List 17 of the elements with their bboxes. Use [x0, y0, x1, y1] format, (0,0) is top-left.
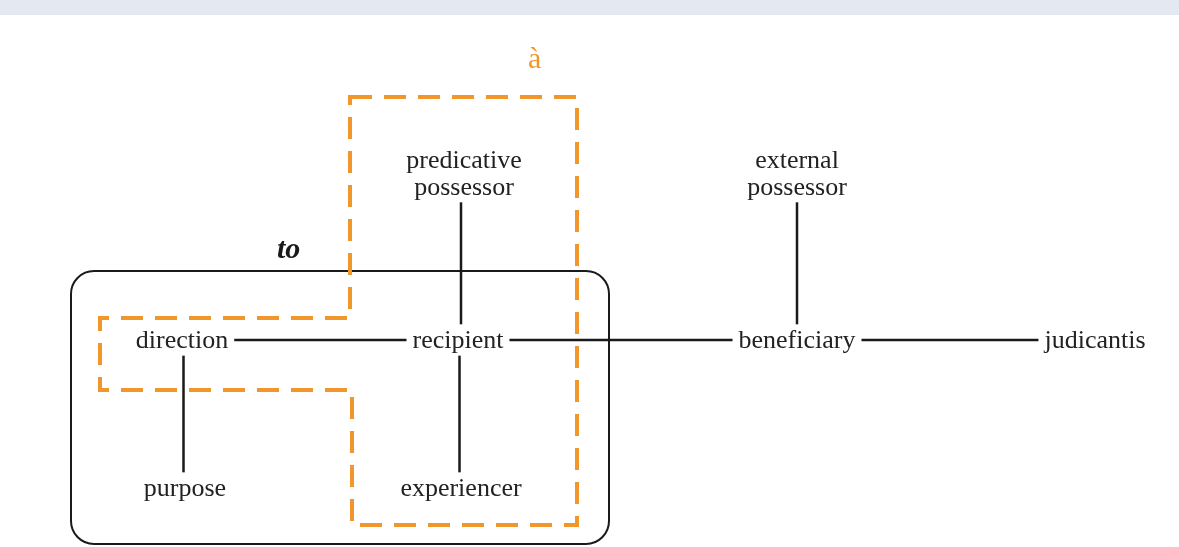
connector-line [861, 338, 1039, 342]
connector-line [458, 355, 461, 473]
connector-line [509, 338, 733, 342]
term-label: predicative possessor [400, 143, 528, 203]
term-label: direction [129, 324, 235, 356]
region-label: à [528, 43, 542, 73]
term-label: judicantis [1038, 324, 1152, 356]
term-label: experiencer [394, 472, 528, 504]
term-label: recipient [406, 324, 510, 356]
connector-line [459, 202, 463, 325]
region-label: to [277, 233, 301, 263]
connector-line [234, 338, 407, 342]
connector-line [795, 202, 799, 325]
connector-line [182, 355, 185, 473]
term-label: purpose [137, 472, 233, 504]
term-label: beneficiary [732, 324, 862, 356]
term-label: external possessor [716, 143, 878, 203]
